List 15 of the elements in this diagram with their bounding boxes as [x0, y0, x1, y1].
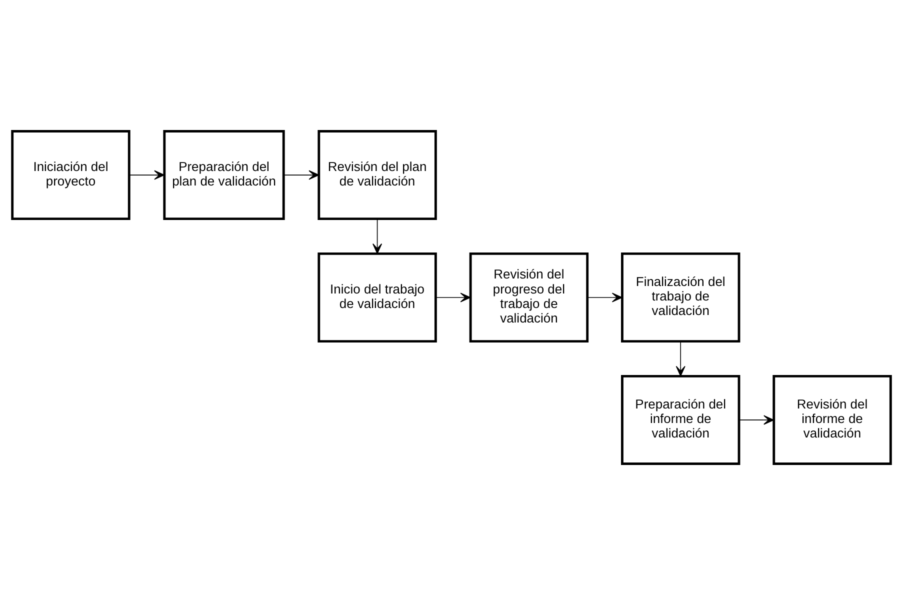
node-box: Preparación del informe de validación	[621, 374, 740, 465]
node-box: Revisión del plan de validación	[318, 130, 437, 220]
arrow	[435, 292, 471, 302]
node-box: Inicio del trabajo de validación	[318, 252, 437, 343]
arrow	[283, 170, 320, 180]
arrow	[586, 292, 622, 302]
node-box: Revisión del progreso del trabajo de validación	[469, 252, 589, 343]
node-box: Preparación del plan de validación	[163, 130, 285, 220]
arrow	[372, 218, 382, 254]
node-box: Revisión del informe de validación	[772, 374, 892, 465]
node-box: Finalización del trabajo de validación	[621, 252, 740, 343]
arrow	[128, 170, 165, 180]
node-box: Iniciación del proyecto	[11, 130, 130, 220]
arrow	[738, 415, 774, 425]
arrow	[676, 340, 686, 376]
